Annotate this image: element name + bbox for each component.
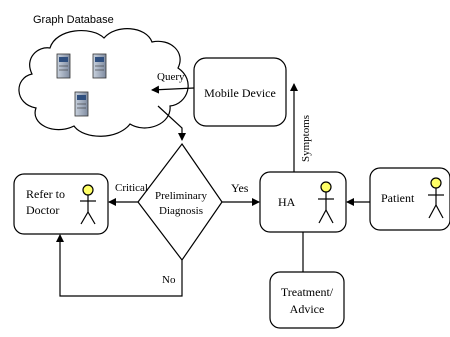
- treatment-label-line1: Treatment/: [281, 285, 334, 299]
- yes-label: Yes: [231, 181, 249, 195]
- ha-box: [259, 171, 347, 233]
- server-icon-2: [92, 53, 107, 79]
- query-arrow: [151, 85, 195, 94]
- patient-label: Patient: [381, 191, 415, 205]
- symptoms-label: Symptoms: [300, 115, 312, 162]
- treatment-label-line2: Advice: [290, 302, 325, 316]
- mobile-device-box: [193, 57, 287, 127]
- cloud-to-diagnosis-arrow: [157, 105, 186, 141]
- doctor-stick-figure-icon: [80, 184, 96, 225]
- patient-stick-figure-icon: [428, 177, 444, 219]
- treatment-advice-box: [269, 271, 345, 329]
- refer-label-line1: Refer to: [26, 187, 65, 201]
- patient-box: [369, 167, 450, 231]
- ha-label: HA: [278, 195, 296, 209]
- preliminary-diagnosis-diamond: [137, 142, 223, 262]
- mobile-device-label: Mobile Device: [204, 86, 276, 100]
- diagnosis-label-line2: Diagnosis: [159, 205, 203, 217]
- refer-label-line2: Doctor: [26, 203, 59, 217]
- ha-stick-figure-icon: [318, 181, 334, 224]
- server-icon-1: [56, 53, 71, 79]
- server-icon-3: [74, 91, 89, 117]
- no-label: No: [162, 274, 176, 286]
- critical-label: Critical: [115, 182, 148, 194]
- diagnosis-label-line1: Preliminary: [155, 190, 207, 202]
- no-arrow: [56, 234, 183, 297]
- graph-database-title: Graph Database: [33, 14, 114, 26]
- query-label: Query: [157, 71, 185, 83]
